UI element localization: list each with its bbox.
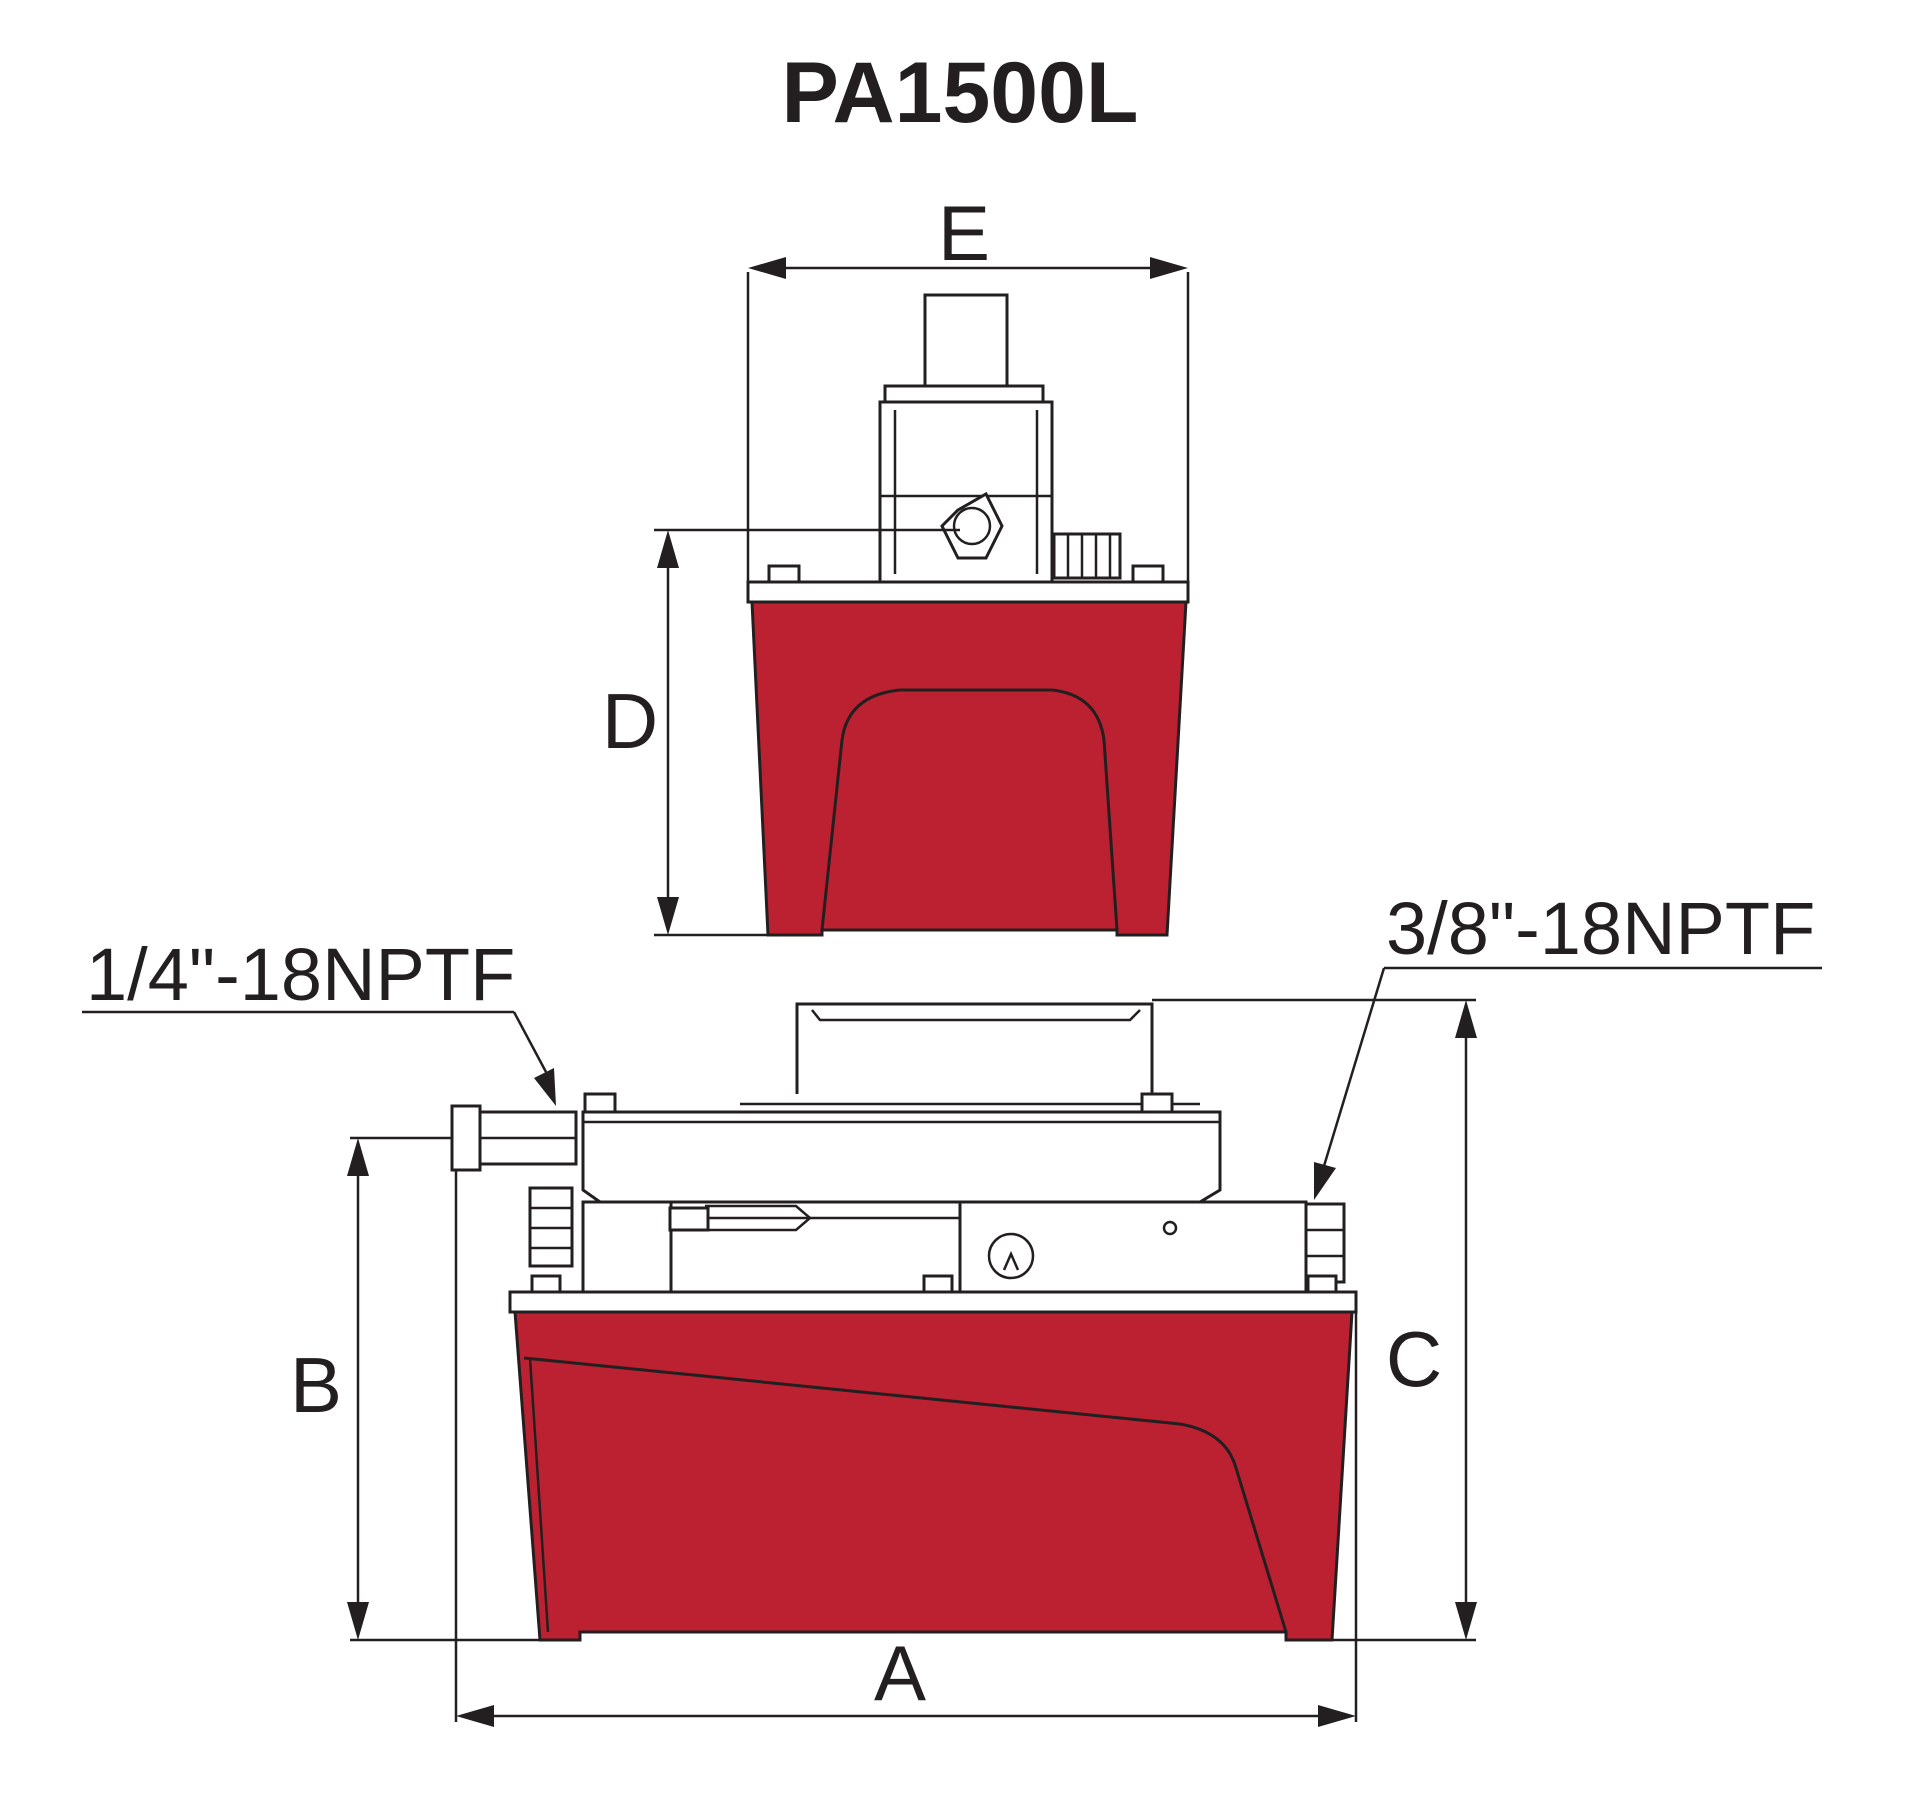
side-view-handle (795, 1002, 1154, 1094)
side-view-pump-body (581, 1200, 673, 1294)
end-view-fitting-flange (883, 384, 1045, 404)
side-view-cover-plate (508, 1290, 1358, 1314)
side-view-motor-housing (581, 1110, 1222, 1204)
left-port-label: 1/4"-18NPTF (86, 933, 515, 1016)
end-view-inlet-fitting (923, 293, 1009, 399)
dimension-b-label: B (290, 1341, 342, 1429)
end-view-handle-recess (820, 688, 1119, 931)
right-port-label: 3/8"-18NPTF (1386, 887, 1815, 970)
side-view-left-port-nut (450, 1104, 482, 1172)
end-view (746, 293, 1190, 937)
dimension-lines (82, 257, 1822, 1727)
dimension-e-label: E (938, 189, 990, 277)
dimension-a-label: A (874, 1629, 926, 1717)
side-view-keyhole (987, 1232, 1035, 1280)
dimension-c-label: C (1386, 1315, 1442, 1403)
side-view (450, 1002, 1358, 1642)
diagram-title: PA1500L (782, 45, 1139, 141)
end-view-cover-plate (746, 580, 1190, 604)
side-view-right-port-fitting (1304, 1202, 1346, 1284)
dimension-d-label: D (602, 677, 658, 765)
end-view-reservoir (750, 600, 1188, 937)
end-view-hex-fitting (940, 491, 1004, 560)
side-view-reservoir-contour (523, 1356, 1288, 1633)
side-view-reservoir (513, 1310, 1354, 1642)
